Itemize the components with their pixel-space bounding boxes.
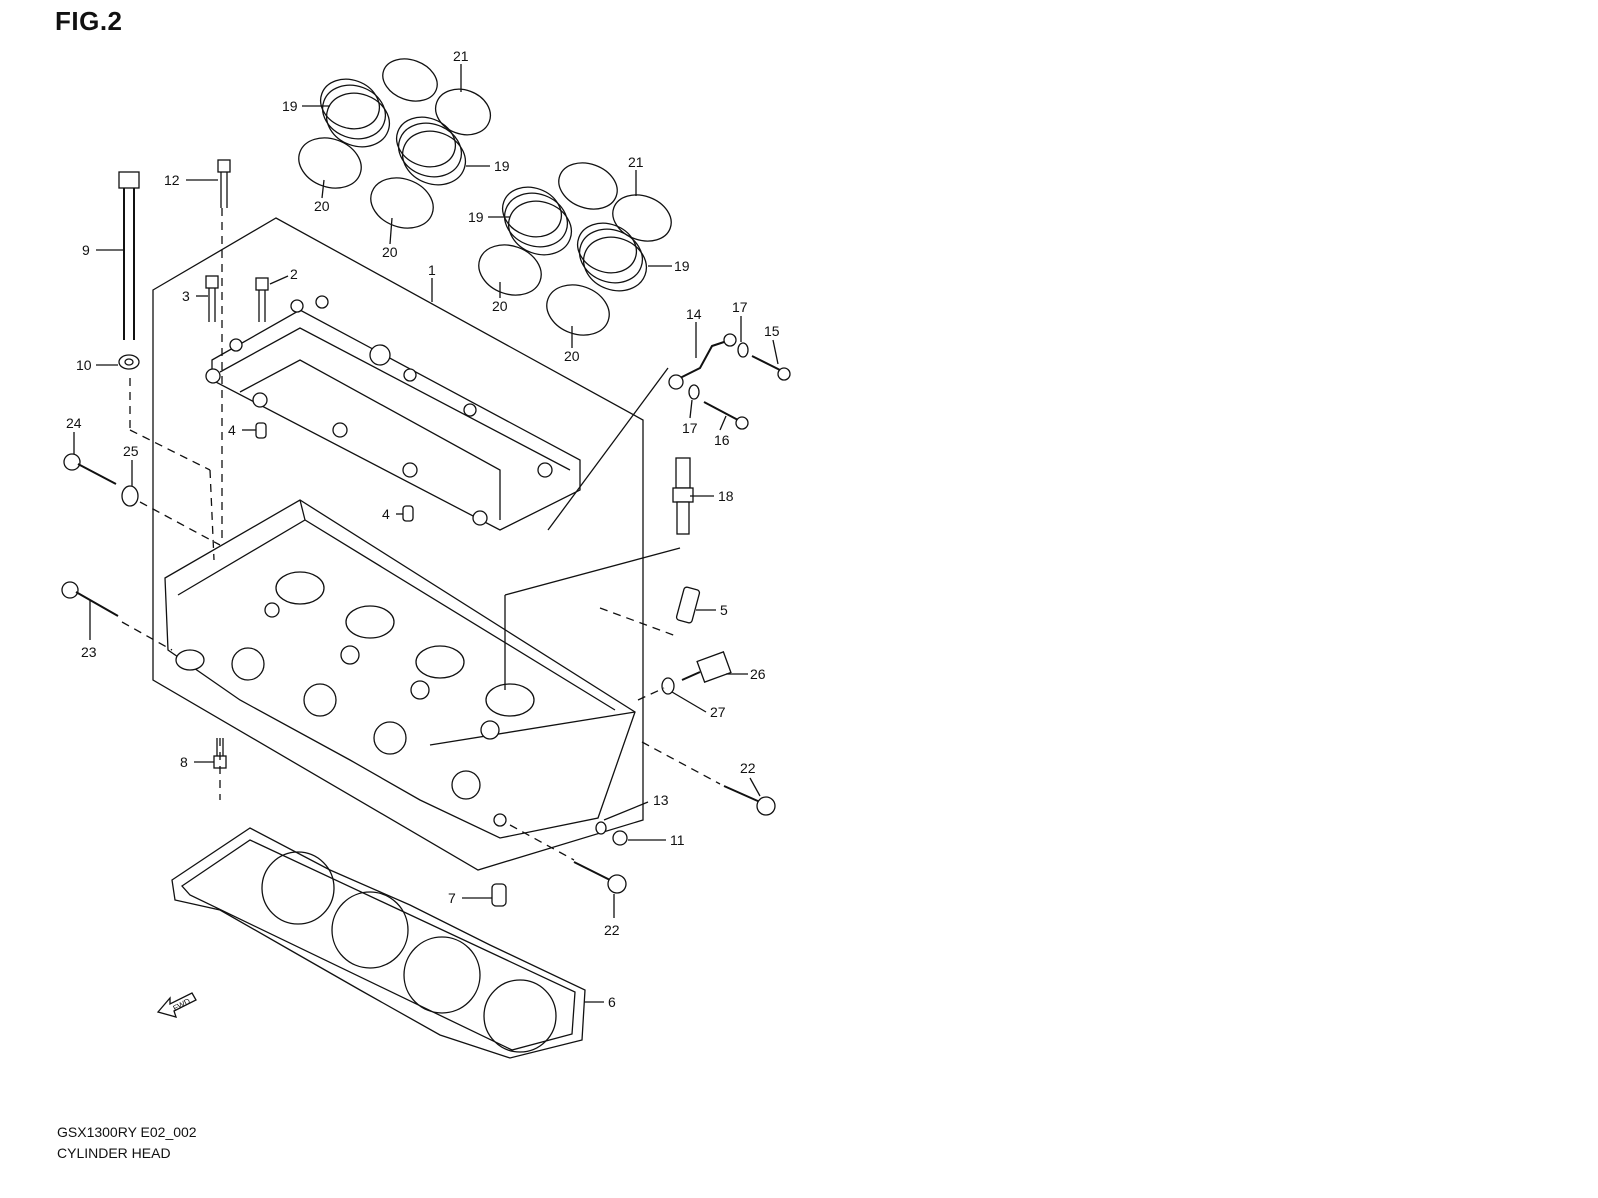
intake-boot-group-right [478, 162, 672, 336]
callout-9: 9 [82, 242, 90, 258]
callout-5: 5 [720, 602, 728, 618]
fitting-5 [675, 586, 701, 624]
callout-19d: 19 [674, 258, 690, 274]
bolt-22b [573, 861, 627, 894]
spark-plug-18 [672, 457, 694, 535]
callout-15: 15 [764, 323, 780, 339]
callout-12: 12 [164, 172, 180, 188]
washer-10 [118, 354, 140, 370]
diagram-name: CYLINDER HEAD [57, 1145, 171, 1161]
callout-26: 26 [750, 666, 766, 682]
oil-pipe-14 [668, 333, 737, 390]
head-gasket [171, 827, 586, 1059]
diagram-code: GSX1300RY E02_002 [57, 1124, 197, 1140]
callout-21a: 21 [453, 48, 469, 64]
callout-20b: 20 [382, 244, 398, 260]
callout-2: 2 [290, 266, 298, 282]
callout-11: 11 [670, 832, 685, 848]
callout-18: 18 [718, 488, 734, 504]
figure-title: FIG.2 [55, 6, 123, 36]
washer-17a [737, 342, 749, 358]
washer-25 [121, 485, 139, 507]
bolt-2 [255, 277, 269, 322]
leader-lines [73, 64, 779, 1003]
callout-19a: 19 [282, 98, 298, 114]
bolt-3 [205, 275, 219, 322]
callout-labels: 21 19 19 20 20 21 19 19 20 20 12 9 1 2 3… [66, 48, 780, 1010]
callout-13: 13 [653, 792, 669, 808]
bolt-16 [703, 401, 749, 430]
assembly-frame [152, 217, 644, 871]
callout-27: 27 [710, 704, 726, 720]
bolt-23 [61, 581, 119, 617]
callout-16: 16 [714, 432, 730, 448]
callout-21b: 21 [628, 154, 644, 170]
long-head-bolt [118, 171, 140, 340]
bolt-24 [63, 453, 117, 485]
callout-20c: 20 [492, 298, 508, 314]
bolt-22a [723, 785, 776, 816]
callout-14: 14 [686, 306, 702, 322]
callout-8: 8 [180, 754, 188, 770]
callout-22b: 22 [604, 922, 620, 938]
nut-11 [612, 830, 628, 846]
dowel-pin-4a [255, 422, 267, 439]
bolt-15 [751, 355, 791, 381]
callout-3: 3 [182, 288, 190, 304]
washer-27 [661, 677, 675, 695]
bolt-12 [217, 159, 231, 208]
callout-20a: 20 [314, 198, 330, 214]
callout-17b: 17 [682, 420, 698, 436]
callout-1: 1 [428, 262, 436, 278]
dowel-7 [491, 883, 507, 907]
dowel-pin-4b [402, 505, 414, 522]
callout-22a: 22 [740, 760, 756, 776]
callout-4b: 4 [382, 506, 390, 522]
fwd-arrow-icon: FWD [156, 992, 197, 1018]
callout-7: 7 [448, 890, 456, 906]
callout-6: 6 [608, 994, 616, 1010]
sensor-26 [681, 651, 732, 683]
callout-24: 24 [66, 415, 82, 431]
callout-4a: 4 [228, 422, 236, 438]
callout-10: 10 [76, 357, 92, 373]
callout-19c: 19 [468, 209, 484, 225]
callout-17a: 17 [732, 299, 748, 315]
cylinder-head-body [164, 499, 636, 839]
washer-13 [595, 821, 607, 835]
intake-boot-group-left [298, 58, 492, 229]
callout-23: 23 [81, 644, 97, 660]
callout-19b: 19 [494, 158, 510, 174]
camshaft-holder [205, 295, 581, 531]
washer-17b [688, 384, 700, 400]
callout-20d: 20 [564, 348, 580, 364]
callout-25: 25 [123, 443, 139, 459]
